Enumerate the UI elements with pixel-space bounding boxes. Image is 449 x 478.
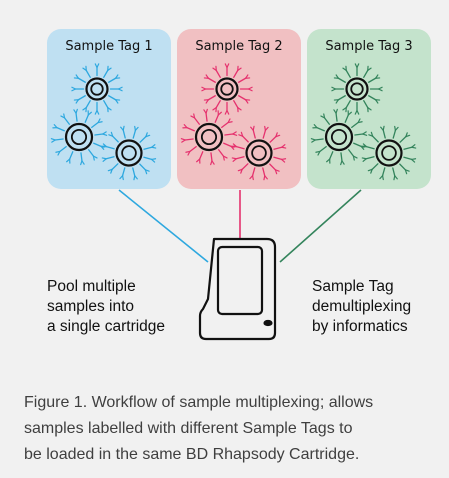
tagged-cell xyxy=(201,63,253,115)
connector-line-3 xyxy=(279,189,362,263)
pool-samples-line-2: samples into xyxy=(47,298,135,315)
demultiplexing-line-3: by informatics xyxy=(312,318,408,335)
panel-3-cells xyxy=(310,63,417,181)
sample-tag-panel-2: Sample Tag 2 xyxy=(177,29,301,189)
tagged-cell xyxy=(180,108,238,166)
pool-samples-line-3: a single cartridge xyxy=(47,318,166,335)
figure-caption: Figure 1. Workflow of sample multiplexin… xyxy=(24,390,444,468)
tagged-cell xyxy=(331,63,383,115)
panel-1-cells xyxy=(50,63,157,181)
caption-line-1: Figure 1. Workflow of sample multiplexin… xyxy=(24,394,374,411)
tagged-cell xyxy=(50,108,108,166)
pool-samples-text: Pool multiple samples into a single cart… xyxy=(47,277,197,337)
panel-2-title: Sample Tag 2 xyxy=(195,39,282,54)
tagged-cell xyxy=(310,108,368,166)
cartridge-icon xyxy=(198,237,277,341)
tagged-cell xyxy=(361,125,417,181)
demultiplexing-line-1: Sample Tag xyxy=(312,278,394,295)
caption-line-3: be loaded in the same BD Rhapsody Cartri… xyxy=(24,446,360,463)
sample-tag-panel-3: Sample Tag 3 xyxy=(307,29,431,189)
demultiplexing-text: Sample Tag demultiplexing by informatics xyxy=(312,277,442,337)
tagged-cell xyxy=(71,63,123,115)
panel-3-title: Sample Tag 3 xyxy=(325,39,412,54)
sample-tag-panel-1: Sample Tag 1 xyxy=(47,29,171,189)
panel-1-title: Sample Tag 1 xyxy=(65,39,152,54)
tagged-cell xyxy=(231,125,287,181)
tagged-cell xyxy=(101,125,157,181)
panel-2-cells xyxy=(180,63,287,181)
demultiplexing-line-2: demultiplexing xyxy=(312,298,412,315)
pool-samples-line-1: Pool multiple xyxy=(47,278,136,295)
caption-line-2: samples labelled with different Sample T… xyxy=(24,420,353,437)
connector-line-1 xyxy=(118,189,209,263)
